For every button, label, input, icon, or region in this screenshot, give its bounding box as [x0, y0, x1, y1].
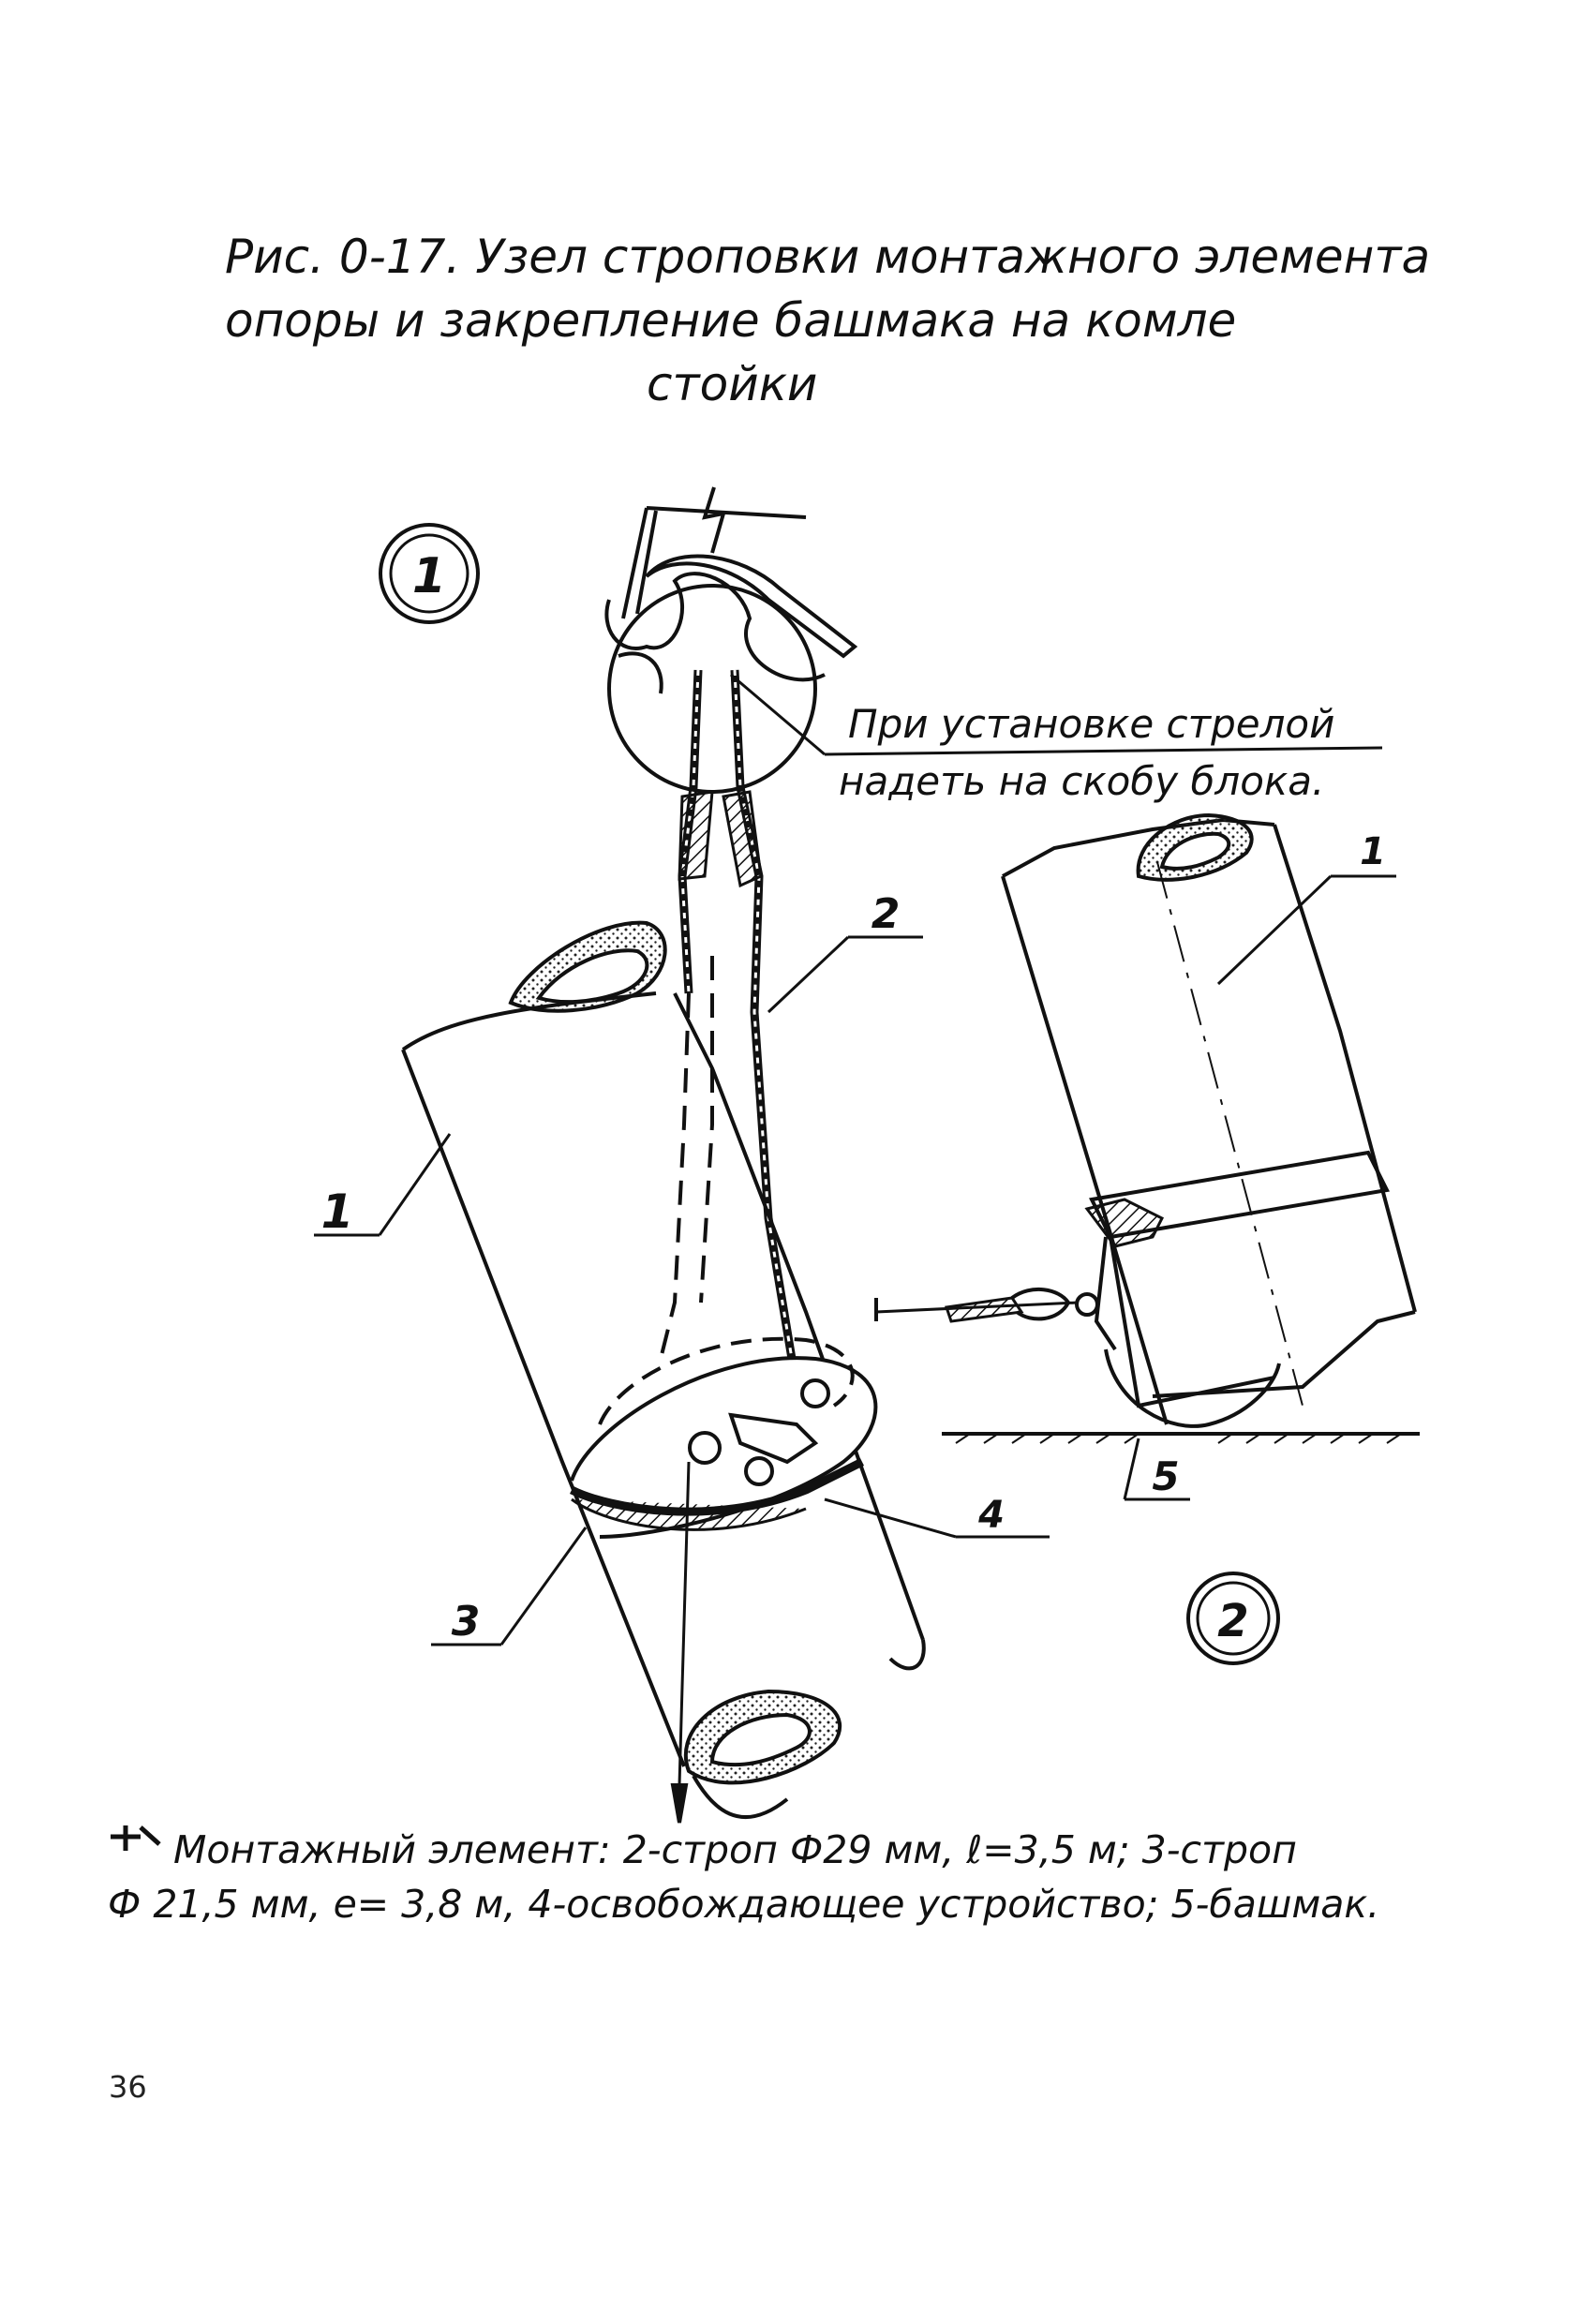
- sling-2: [722, 669, 801, 1388]
- view2-label: 2: [1217, 1595, 1248, 1647]
- callout-2: 2: [871, 890, 901, 938]
- caption-line1: Монтажный элемент: 2-строп Ф29 мм, ℓ=3,5…: [173, 1827, 1297, 1872]
- figure-title-line2: опоры и закрепление башмака на комле: [225, 293, 1237, 348]
- installation-note: При установке стрелой надеть на скобу бл…: [730, 673, 1383, 804]
- note-line2: надеть на скобу блока.: [839, 758, 1324, 804]
- leader-lines-view1: [314, 935, 1050, 1646]
- callout-5: 5: [1152, 1453, 1179, 1499]
- column-element-view2: [874, 812, 1420, 1444]
- callout-1-left: 1: [321, 1184, 354, 1239]
- callout-1-right: 1: [1360, 830, 1386, 873]
- figure-title: Рис. 0-17. Узел строповки монтажного эле…: [225, 225, 1443, 416]
- callout-4: 4: [977, 1494, 1005, 1537]
- caption-line2: Ф 21,5 мм, е= 3,8 м, 4-освобождающее уст…: [108, 1882, 1380, 1927]
- view1-marker: 1: [379, 523, 480, 624]
- crane-hook: [604, 486, 858, 794]
- callout-3: 3: [452, 1598, 481, 1646]
- leader-lines-view2: [1123, 874, 1396, 1501]
- figure-title-line3: стойки: [647, 357, 818, 411]
- sling-3: [659, 669, 714, 1360]
- figure-caption: Монтажный элемент: 2-строп Ф29 мм, ℓ=3,5…: [108, 1823, 1532, 1931]
- column-element-view1: [401, 920, 926, 1824]
- view1-label: 1: [412, 548, 446, 604]
- note-line1: При установке стрелой: [848, 701, 1334, 747]
- view2-marker: 2: [1186, 1572, 1280, 1665]
- figure-title-line1: Рис. 0-17. Узел строповки монтажного эле…: [225, 230, 1431, 284]
- caption-mark-icon: [111, 1825, 161, 1851]
- page-number: 36: [109, 2069, 147, 2105]
